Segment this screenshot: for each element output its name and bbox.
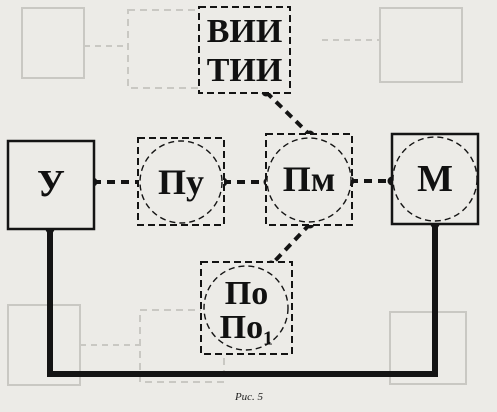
- dashed-connectors: [93, 90, 392, 267]
- node-u-box: [6, 139, 96, 231]
- ghost-background: [7, 7, 467, 386]
- node-m-shape: [390, 132, 480, 226]
- figure-caption: Рис. 5: [234, 391, 264, 403]
- node-vii-label-line2: ТИИ: [206, 52, 283, 89]
- node-pu-shape: [137, 137, 225, 226]
- node-pm-shape: [265, 133, 353, 226]
- node-vii-box: [198, 6, 291, 94]
- node-pm-label: Пм: [282, 159, 336, 199]
- node-po-label-line2: По₁: [219, 309, 274, 346]
- connector-pm-po: [269, 222, 312, 267]
- node-po-shape: [200, 261, 293, 355]
- node-m-label: М: [417, 158, 453, 200]
- feedback-line: [47, 224, 438, 377]
- node-po-label-line1: По: [224, 275, 269, 312]
- node-vii-label-line1: ВИИ: [206, 13, 283, 50]
- connector-vii-pm: [264, 90, 312, 137]
- connection-dots: [45, 87, 440, 270]
- node-u-label: У: [37, 163, 65, 205]
- node-pu-label: Пу: [157, 162, 204, 202]
